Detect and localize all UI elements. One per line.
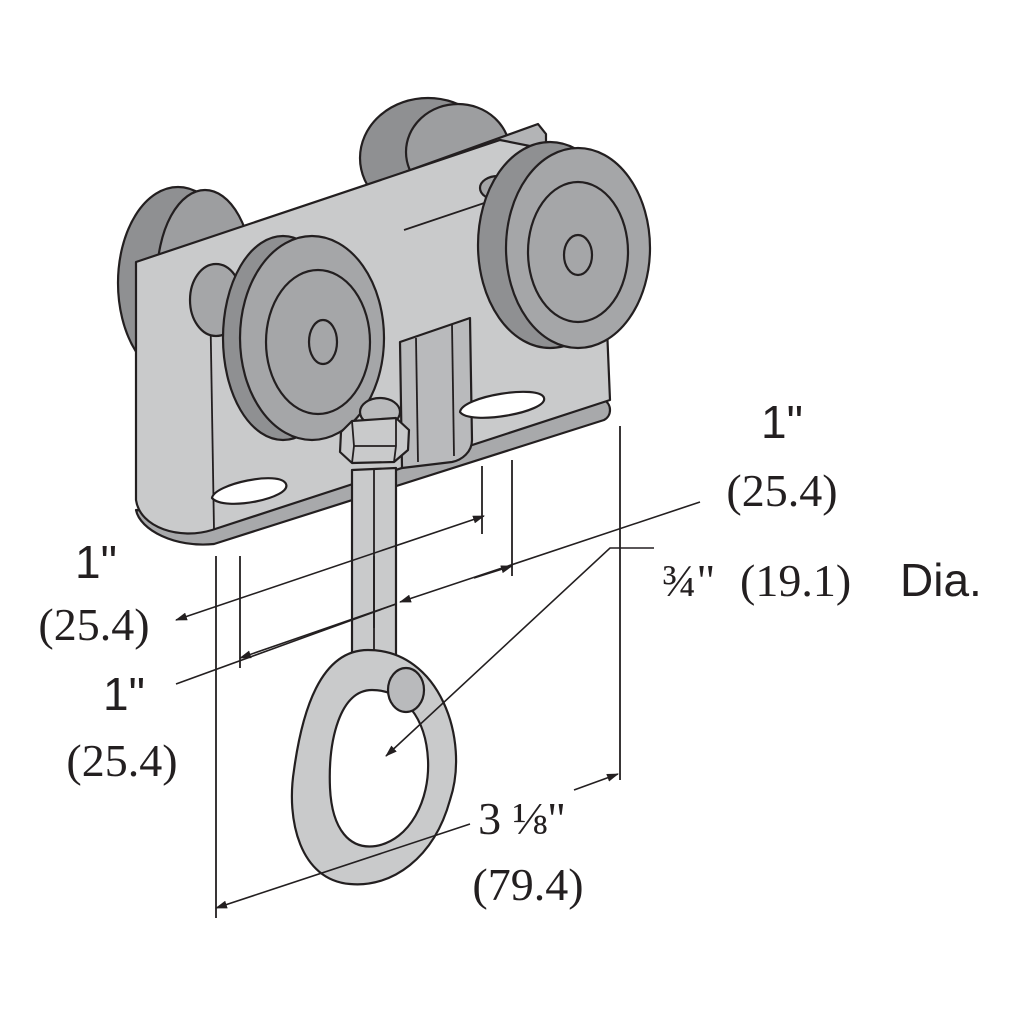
- dim-line-left-upper: [175, 515, 485, 621]
- dim-line-width: [215, 823, 471, 909]
- front-left-wheel: [221, 234, 386, 442]
- dim-line-top-right: [399, 501, 701, 603]
- trolley-illustration: [116, 96, 652, 886]
- dim-left-upper-imperial: 1": [75, 536, 117, 588]
- front-right-wheel: [476, 140, 652, 350]
- dim-width-metric: (79.4): [472, 859, 583, 910]
- dim-diameter-imperial: ¾": [662, 555, 715, 606]
- dim-top-right-imperial: 1": [761, 396, 803, 448]
- dim-left-lower-metric: (25.4): [66, 735, 177, 786]
- dim-top-right-metric: (25.4): [726, 465, 837, 516]
- dimension-lines: [175, 501, 701, 909]
- slot-hole-right: [458, 390, 546, 419]
- dimension-labels: 1" (25.4) 1" (25.4) 1" (25.4) ¾" (19.1) …: [38, 396, 981, 910]
- dim-width-imperial: 3 ⅛": [478, 793, 566, 844]
- slot-hole-left: [210, 477, 288, 505]
- dim-diameter-metric: (19.1): [740, 555, 851, 606]
- dim-left-lower-imperial: 1": [103, 668, 145, 720]
- hex-nut: [338, 396, 411, 465]
- dim-diameter-suffix: Dia.: [900, 554, 982, 606]
- weld-bead: [386, 666, 426, 714]
- dim-leader-diameter: [385, 547, 654, 757]
- eye-bolt-ring: [290, 648, 458, 886]
- center-slot: [398, 316, 474, 470]
- dim-left-upper-metric: (25.4): [38, 599, 149, 650]
